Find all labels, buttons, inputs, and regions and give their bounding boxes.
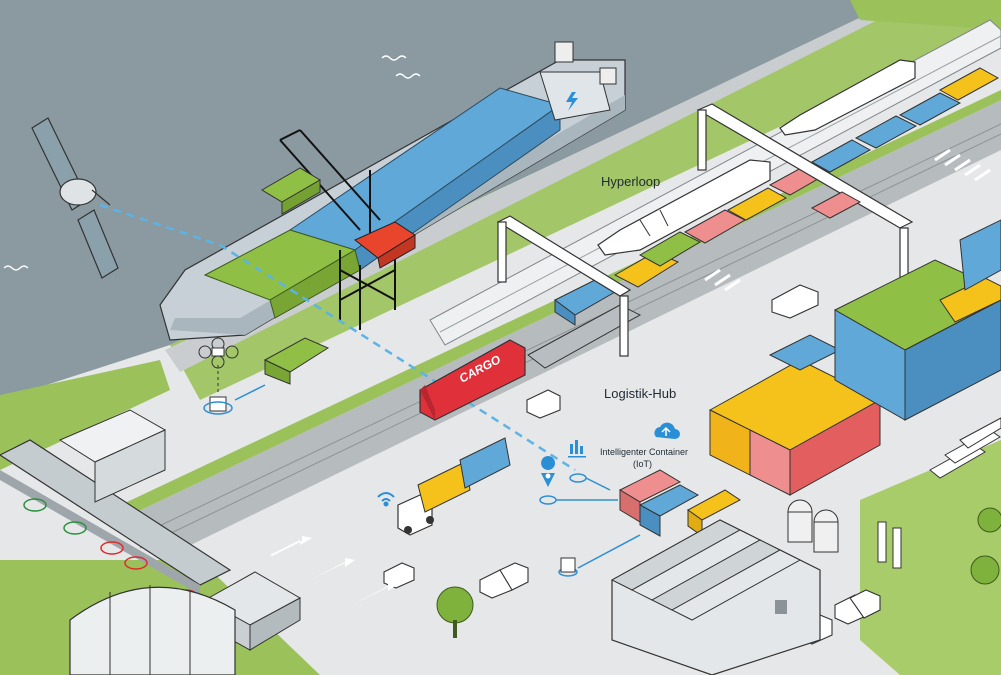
cargo-train: CARGO bbox=[419, 67, 1000, 421]
label-iot-line2: (IoT) bbox=[633, 459, 652, 469]
warehouse bbox=[610, 499, 839, 675]
dome-building bbox=[69, 585, 236, 675]
drone-icon bbox=[198, 337, 239, 415]
vans bbox=[383, 284, 881, 645]
quay-edge bbox=[165, 0, 905, 372]
hanging-container bbox=[261, 167, 321, 215]
iot-sensor-box bbox=[560, 557, 576, 573]
container-stack-right bbox=[833, 219, 1001, 421]
label-iot-line1: Intelligenter Container bbox=[600, 447, 688, 457]
crane-spreader bbox=[354, 221, 416, 269]
hyperloop-capsule-2 bbox=[779, 59, 916, 136]
hangar-top-left bbox=[58, 409, 167, 503]
container-truck bbox=[397, 437, 511, 536]
water-waves bbox=[3, 55, 421, 271]
grass-bottom-right bbox=[860, 440, 1001, 675]
road-arrows bbox=[270, 536, 398, 605]
grass-left bbox=[0, 360, 170, 470]
rail-embankment bbox=[120, 100, 1001, 560]
crane bbox=[279, 129, 396, 330]
trees bbox=[436, 507, 1001, 638]
rail-gantry-1 bbox=[496, 215, 632, 357]
energy-icon bbox=[566, 92, 578, 111]
cloud-upload-icon bbox=[654, 422, 680, 439]
quay-grass-top bbox=[170, 0, 1001, 400]
solar-panels bbox=[929, 417, 1001, 479]
bar-chart-icon bbox=[568, 440, 586, 458]
grass-top-right bbox=[850, 0, 1001, 30]
hyperloop-capsule bbox=[597, 159, 771, 256]
flow-arrow bbox=[234, 384, 266, 401]
gantry-container-pink bbox=[810, 191, 862, 219]
iot-containers bbox=[618, 469, 741, 537]
road-stripes bbox=[704, 148, 991, 292]
label-logistik-hub: Logistik-Hub bbox=[604, 386, 676, 401]
quay-container-green bbox=[263, 337, 330, 385]
wifi-icon bbox=[377, 492, 395, 507]
label-hyperloop: Hyperloop bbox=[601, 174, 660, 189]
rail-gantry-2 bbox=[696, 103, 914, 284]
container-stack-left bbox=[708, 334, 882, 496]
flags bbox=[877, 521, 902, 569]
satellite-icon bbox=[31, 117, 119, 279]
